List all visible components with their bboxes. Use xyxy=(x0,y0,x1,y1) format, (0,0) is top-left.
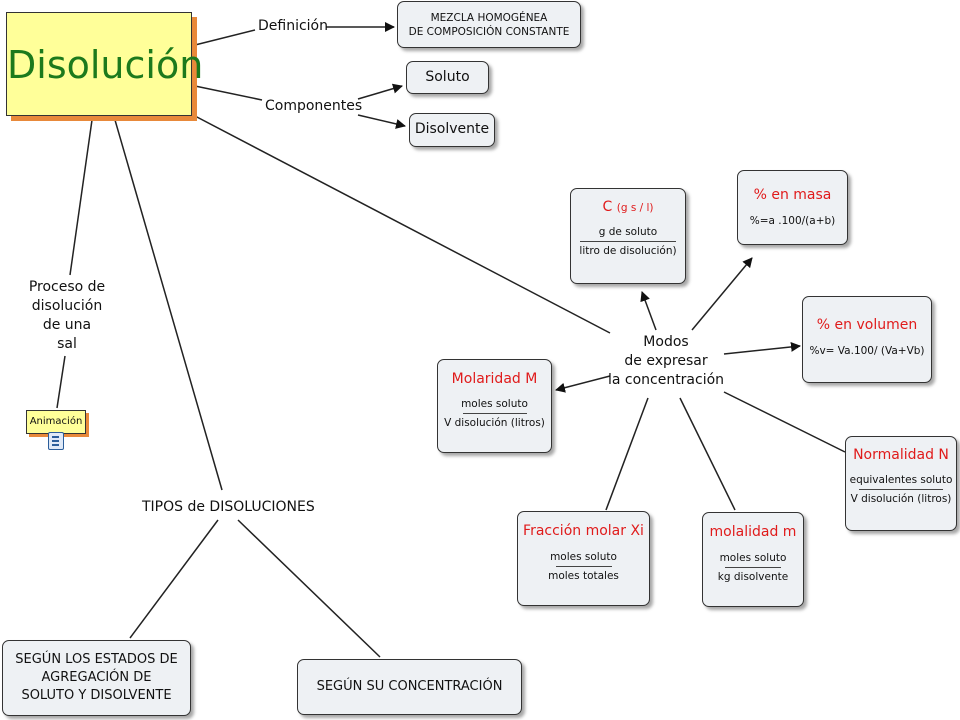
volumen-box: % en volumen %v= Va.100/ (Va+Vb) xyxy=(802,296,932,383)
soluto-box: Soluto xyxy=(406,61,489,94)
masa-formula: %=a .100/(a+b) xyxy=(749,215,836,227)
c-unit: (g s / l) xyxy=(616,202,654,214)
fraccion-denominator: moles totales xyxy=(548,570,619,582)
main-concept: Disolución xyxy=(6,12,203,116)
masa-box: % en masa %=a .100/(a+b) xyxy=(737,170,848,245)
molalidad-denominator: kg disolvente xyxy=(717,571,789,583)
volumen-formula: %v= Va.100/ (Va+Vb) xyxy=(809,345,925,357)
c-title: C xyxy=(602,199,613,215)
normalidad-box: Normalidad N equivalentes soluto V disol… xyxy=(845,436,957,531)
molaridad-box: Molaridad M moles soluto V disolución (l… xyxy=(437,359,552,453)
molaridad-numerator: moles soluto xyxy=(461,398,528,410)
link-definicion: Definición xyxy=(258,18,328,34)
fraccion-box: Fracción molar Xi moles soluto moles tot… xyxy=(517,511,650,606)
molaridad-title: Molaridad M xyxy=(451,371,538,387)
type-concentracion-box: SEGÚN SU CONCENTRACIÓN xyxy=(297,659,522,715)
link-proceso: Proceso de disolución de una sal xyxy=(28,279,106,352)
normalidad-title: Normalidad N xyxy=(853,447,949,463)
fraccion-title: Fracción molar Xi xyxy=(523,523,644,539)
c-numerator: g de soluto xyxy=(598,226,658,238)
masa-title: % en masa xyxy=(753,187,832,203)
molalidad-title: molalidad m xyxy=(709,524,797,540)
normalidad-denominator: V disolución (litros) xyxy=(850,493,952,505)
definition-box: MEZCLA HOMOGÉNEA DE COMPOSICIÓN CONSTANT… xyxy=(397,1,581,48)
animation-button[interactable]: Animación xyxy=(26,410,86,434)
molalidad-numerator: moles soluto xyxy=(719,552,787,564)
disolvente-box: Disolvente xyxy=(409,113,495,147)
normalidad-numerator: equivalentes soluto xyxy=(849,474,953,486)
c-box: C (g s / l) g de soluto litro de disoluc… xyxy=(570,188,686,284)
molaridad-denominator: V disolución (litros) xyxy=(444,417,545,429)
document-icon[interactable] xyxy=(48,432,64,450)
link-modos: Modos de expresar la concentración xyxy=(607,334,725,388)
volumen-title: % en volumen xyxy=(816,317,918,333)
c-denominator: litro de disolución) xyxy=(579,245,677,257)
link-tipos: TIPOS de DISOLUCIONES xyxy=(142,499,315,515)
link-componentes: Componentes xyxy=(265,98,363,114)
type-estados-box: SEGÚN LOS ESTADOS DE AGREGACIÓN DE SOLUT… xyxy=(2,640,191,716)
molalidad-box: molalidad m moles soluto kg disolvente xyxy=(702,512,804,607)
fraccion-numerator: moles soluto xyxy=(550,551,617,563)
